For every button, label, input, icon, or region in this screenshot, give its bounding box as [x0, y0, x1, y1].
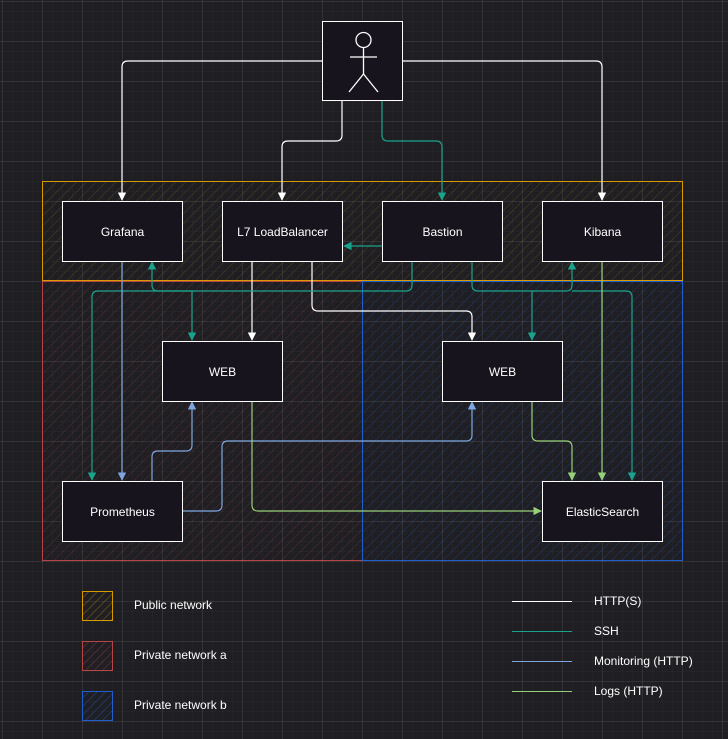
legend-public-label: Public network	[134, 598, 213, 612]
http-user-to-grafana	[117, 60, 322, 201]
web-b-node: WEB	[442, 341, 563, 402]
http-lb-to-web-b	[311, 261, 477, 341]
legend-logs-label: Logs (HTTP)	[594, 684, 663, 698]
logs-web-b-to-elasticsearch	[531, 401, 577, 481]
ssh-bastion-to-grafana	[147, 261, 413, 292]
ssh-user-to-bastion	[381, 101, 447, 201]
legend-private-b-swatch	[82, 691, 113, 721]
ssh-bastion-to-prometheus	[87, 290, 192, 481]
legend-ssh-line	[512, 631, 572, 632]
legend-http-label: HTTP(S)	[594, 594, 642, 608]
elasticsearch-node: ElasticSearch	[542, 481, 663, 542]
legend-ssh-label: SSH	[594, 624, 619, 638]
legend-private-a-swatch	[82, 641, 113, 671]
monitoring-prometheus-to-web-b	[183, 401, 477, 512]
http-user-to-kibana	[403, 60, 607, 201]
user-actor	[322, 21, 403, 101]
web-a-node: WEB	[162, 341, 283, 402]
monitoring-prometheus-to-web-a	[151, 401, 197, 481]
ssh-bastion-to-elasticsearch	[572, 290, 637, 481]
loadbalancer-node: L7 LoadBalancer	[222, 201, 343, 262]
user-icon	[348, 31, 379, 93]
kibana-node: Kibana	[542, 201, 663, 262]
legend-private-b-label: Private network b	[134, 698, 227, 712]
grafana-node: Grafana	[62, 201, 183, 262]
legend-http-line	[512, 601, 572, 602]
ssh-bastion-to-kibana	[471, 261, 577, 292]
legend-logs-line	[512, 691, 572, 692]
legend-public-swatch	[82, 591, 113, 621]
prometheus-node: Prometheus	[62, 481, 183, 542]
legend-monitoring-line	[512, 661, 572, 662]
legend-private-a-label: Private network a	[134, 648, 227, 662]
legend-monitoring-label: Monitoring (HTTP)	[594, 654, 693, 668]
bastion-node: Bastion	[382, 201, 503, 262]
http-user-to-lb	[277, 101, 343, 201]
logs-web-a-to-elasticsearch	[251, 401, 542, 516]
